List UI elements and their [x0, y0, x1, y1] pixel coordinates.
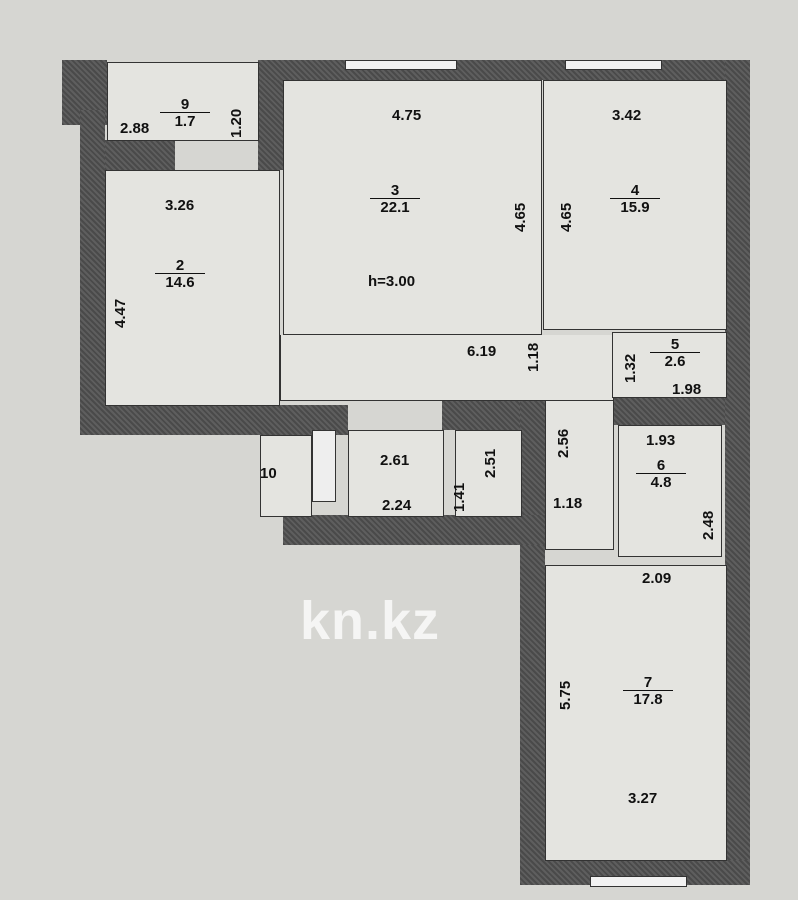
room-closet	[260, 435, 312, 517]
room-3	[283, 80, 542, 335]
room-5	[612, 332, 727, 398]
wc-label: 2.51	[482, 448, 499, 478]
wall	[258, 62, 283, 170]
ceiling-height: h=3.00	[368, 273, 416, 290]
dimension: 2.56	[555, 428, 572, 458]
window	[590, 876, 687, 887]
wall	[80, 405, 348, 435]
dimension: 2.24	[382, 497, 412, 514]
dimension: 2.48	[700, 510, 717, 540]
room-6	[618, 425, 722, 557]
dimension: 1.32	[622, 353, 639, 383]
room-4	[543, 80, 727, 330]
shaft	[312, 430, 336, 502]
dimension: 2.09	[642, 570, 672, 587]
room-2	[105, 170, 280, 406]
dimension: 2.88	[120, 120, 150, 137]
dimension: 4.65	[558, 202, 575, 232]
watermark: kn.kz	[300, 591, 441, 651]
wall	[258, 60, 750, 80]
dimension: 1.18	[525, 342, 542, 372]
dimension: 1.93	[646, 432, 676, 449]
wall	[80, 110, 105, 435]
room-7	[545, 565, 727, 861]
window	[565, 60, 662, 70]
dimension: 3.27	[628, 790, 658, 807]
wall	[612, 397, 725, 425]
dimension: 5.75	[557, 680, 574, 710]
dimension: 1.20	[228, 108, 245, 138]
bathroom-label: 2.61	[380, 452, 410, 469]
corridor-hall	[545, 400, 614, 550]
dimension: 3.26	[165, 197, 195, 214]
dimension: 4.75	[392, 107, 422, 124]
window	[345, 60, 457, 70]
corridor	[280, 335, 614, 401]
wall	[520, 400, 545, 885]
dimension: 4.65	[512, 202, 529, 232]
dimension: 4.47	[112, 298, 129, 328]
dimension: 1.98	[672, 381, 702, 398]
dimension: 6.19	[467, 343, 497, 360]
wall	[283, 515, 545, 545]
wall	[105, 140, 175, 170]
dimension: 3.42	[612, 107, 642, 124]
room-9-balcony	[107, 62, 259, 141]
bathroom	[348, 430, 444, 517]
wall	[725, 60, 750, 885]
closet-area: 10	[260, 465, 277, 482]
dimension: 1.41	[451, 482, 468, 512]
dimension: 1.18	[553, 495, 583, 512]
wc	[455, 430, 522, 517]
